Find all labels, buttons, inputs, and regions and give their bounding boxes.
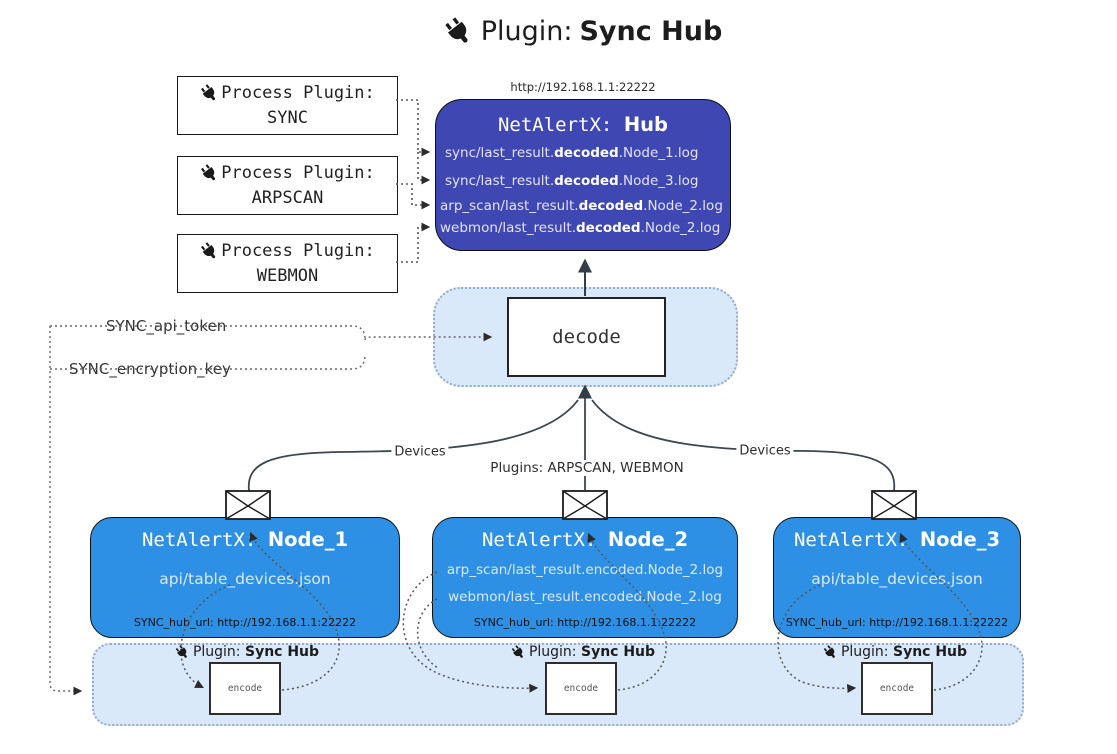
node-hub-url: SYNC_hub_url: http://192.168.1.1:22222 (133, 616, 357, 629)
edge-sync-to-log2 (417, 152, 431, 185)
process-plugin-label: Process Plugin: (221, 162, 375, 183)
hub-log-line: sync/last_result.decoded.Node_3.log (445, 173, 699, 189)
encode-box-node3: encode (861, 662, 933, 715)
process-plugin-name: ARPSCAN (251, 187, 324, 208)
page-title: Plugin: Sync Hub (444, 16, 723, 47)
node-box-node3: NetAlertX: Node_3 api/table_devices.json… (773, 517, 1021, 638)
hub-log-line: sync/last_result.decoded.Node_1.log (445, 145, 699, 161)
sync-plugin-label-node1: Plugin: Sync Hub (175, 644, 319, 660)
node-hub-url: SYNC_hub_url: http://192.168.1.1:22222 (785, 616, 1009, 629)
node-file-line: api/table_devices.json (159, 570, 331, 588)
config-api-token-label: SYNC_api_token (103, 317, 230, 335)
hub-log-line: arp_scan/last_result.decoded.Node_2.log (440, 198, 723, 214)
decode-box: decode (507, 297, 666, 377)
edge-arpscan-to-log3 (396, 183, 431, 210)
process-plugin-box-arpscan: Process Plugin: ARPSCAN (177, 156, 398, 215)
edge-label-plugins: Plugins: ARPSCAN, WEBMON (487, 460, 687, 476)
node-hub-url: SYNC_hub_url: http://192.168.1.1:22222 (473, 616, 697, 629)
page-title-prefix: Plugin: (480, 16, 573, 47)
edge-label-devices-right: Devices (736, 443, 794, 459)
process-plugin-name: WEBMON (256, 265, 319, 286)
page-title-bold: Sync Hub (579, 16, 723, 47)
sync-plugin-label-node3: Plugin: Sync Hub (823, 644, 967, 660)
hub-log-line: webmon/last_result.decoded.Node_2.log (440, 220, 721, 236)
encode-box-node1: encode (209, 662, 281, 715)
plug-icon (196, 238, 223, 265)
process-plugin-label: Process Plugin: (221, 240, 375, 261)
edge-config-to-encode (49, 326, 83, 696)
plug-icon (172, 641, 193, 662)
edge-webmon-to-log4 (396, 222, 431, 263)
hub-title-bold: Hub (623, 113, 668, 136)
node-box-node1: NetAlertX: Node_1 api/table_devices.json… (90, 517, 400, 638)
config-encryption-key-label: SYNC_encryption_key (66, 360, 234, 378)
edge-label-devices-left: Devices (391, 444, 449, 460)
node-title: NetAlertX: Node_1 (141, 528, 349, 551)
node-title: NetAlertX: Node_2 (481, 528, 689, 551)
node-box-node2: NetAlertX: Node_2 arp_scan/last_result.e… (432, 517, 738, 638)
plug-icon (438, 10, 480, 52)
plug-icon (196, 160, 223, 187)
envelope-icon (225, 490, 271, 520)
process-plugin-name: SYNC (267, 107, 308, 128)
hub-title-prefix: NetAlertX: (497, 114, 624, 136)
hub-title: NetAlertX: Hub (436, 113, 730, 136)
edge-sync-to-log1 (396, 99, 431, 157)
plug-icon (820, 641, 841, 662)
node-file-line: arp_scan/last_result.encoded.Node_2.log (446, 562, 724, 578)
process-plugin-label: Process Plugin: (221, 82, 375, 103)
node-file-line: webmon/last_result.encoded.Node_2.log (448, 589, 722, 605)
node-title: NetAlertX: Node_3 (793, 528, 1001, 551)
sync-plugin-label-node2: Plugin: Sync Hub (511, 644, 655, 660)
hub-url: http://192.168.1.1:22222 (510, 80, 656, 94)
plug-icon (508, 641, 529, 662)
hub-box: NetAlertX: Hub sync/last_result.decoded.… (435, 99, 731, 251)
plug-icon (196, 80, 223, 107)
encode-box-node2: encode (545, 662, 617, 715)
process-plugin-box-sync: Process Plugin: SYNC (177, 76, 398, 135)
process-plugin-box-webmon: Process Plugin: WEBMON (177, 234, 398, 293)
envelope-icon (871, 490, 917, 520)
envelope-icon (562, 490, 608, 520)
node-file-line: api/table_devices.json (811, 570, 983, 588)
